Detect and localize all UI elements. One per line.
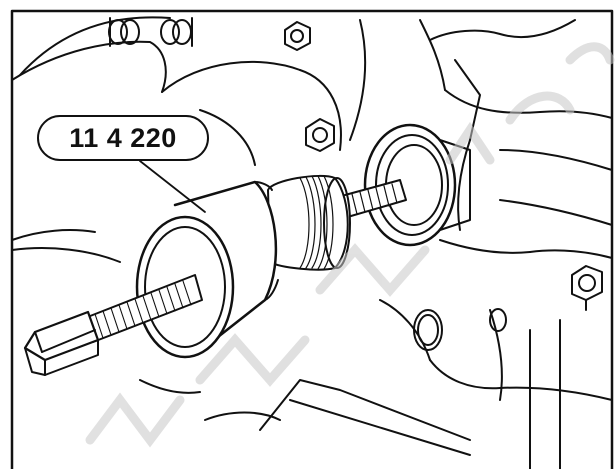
hex-bolt-right <box>571 265 603 311</box>
hex-bolt-middle <box>305 118 335 152</box>
tool-part-number-callout: 11 4 220 <box>37 115 209 161</box>
bolt-hole <box>413 308 507 351</box>
spring-coils <box>108 17 193 47</box>
extractor-tool <box>23 174 407 376</box>
tool-part-number-label: 11 4 220 <box>69 122 177 153</box>
frame-border <box>10 9 614 469</box>
callout-leader-line <box>139 160 206 213</box>
watermark <box>85 42 615 448</box>
engine-housing <box>11 16 613 469</box>
hex-bolt-top <box>284 21 311 51</box>
